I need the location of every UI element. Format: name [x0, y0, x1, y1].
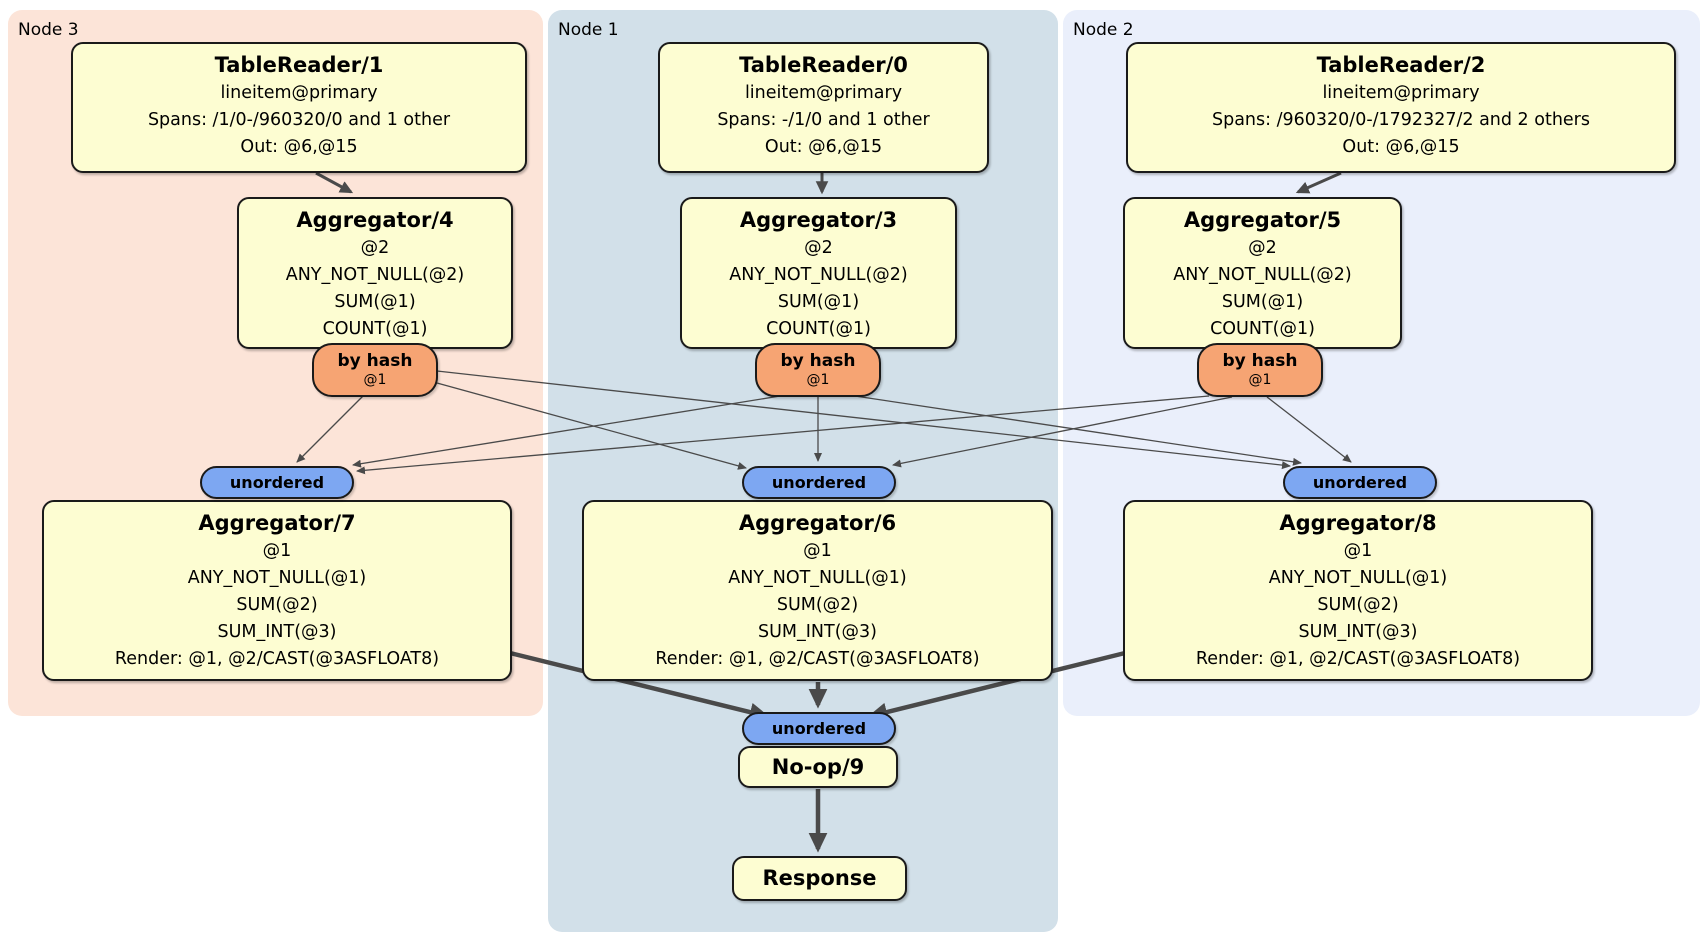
- sync-label: unordered: [771, 719, 867, 738]
- router-hash-column: @1: [1248, 372, 1272, 388]
- router-hash-column: @1: [363, 372, 387, 388]
- processor-title: Response: [762, 866, 877, 890]
- processor-detail: ANY_NOT_NULL(@1): [1268, 568, 1448, 588]
- processor-detail: @1: [1343, 541, 1373, 561]
- processor-detail: SUM(@2): [1317, 595, 1399, 615]
- processor-aggregator-7: Aggregator/7 @1 ANY_NOT_NULL(@1) SUM(@2)…: [42, 500, 512, 681]
- processor-title: Aggregator/8: [1279, 511, 1437, 535]
- processor-aggregator-3: Aggregator/3 @2 ANY_NOT_NULL(@2) SUM(@1)…: [680, 197, 957, 349]
- processor-aggregator-5: Aggregator/5 @2 ANY_NOT_NULL(@2) SUM(@1)…: [1123, 197, 1402, 349]
- processor-detail: ANY_NOT_NULL(@2): [1173, 265, 1352, 285]
- processor-detail: SUM_INT(@3): [1298, 622, 1418, 642]
- processor-detail: @1: [262, 541, 292, 561]
- router-hash-column: @1: [806, 372, 830, 388]
- processor-detail: COUNT(@1): [322, 319, 428, 339]
- processor-detail: @1: [803, 541, 832, 561]
- sync-label: unordered: [229, 473, 325, 492]
- processor-detail: Render: @1, @2/CAST(@3ASFLOAT8): [1195, 649, 1521, 669]
- region-node2-label: Node 2: [1073, 20, 1134, 40]
- processor-detail: SUM(@1): [1221, 292, 1304, 312]
- processor-detail: Out: @6,@15: [764, 137, 883, 157]
- processor-detail: SUM(@2): [776, 595, 859, 615]
- processor-detail: @2: [1248, 238, 1277, 258]
- sync-unordered-6: unordered: [742, 466, 896, 499]
- processor-detail: Out: @6,@15: [240, 137, 358, 157]
- processor-detail: ANY_NOT_NULL(@2): [729, 265, 908, 285]
- router-label: by hash: [337, 351, 413, 371]
- processor-aggregator-6: Aggregator/6 @1 ANY_NOT_NULL(@1) SUM(@2)…: [582, 500, 1053, 681]
- processor-detail: lineitem@primary: [220, 83, 378, 103]
- processor-tablereader-0: TableReader/0 lineitem@primary Spans: -/…: [658, 42, 989, 173]
- processor-aggregator-8: Aggregator/8 @1 ANY_NOT_NULL(@1) SUM(@2)…: [1123, 500, 1593, 681]
- processor-detail: Render: @1, @2/CAST(@3ASFLOAT8): [655, 649, 980, 669]
- processor-detail: SUM_INT(@3): [758, 622, 877, 642]
- processor-detail: ANY_NOT_NULL(@1): [187, 568, 367, 588]
- processor-detail: ANY_NOT_NULL(@1): [728, 568, 907, 588]
- processor-detail: SUM(@1): [334, 292, 416, 312]
- router-by-hash-4: by hash @1: [312, 343, 438, 397]
- region-node1-label: Node 1: [558, 20, 619, 40]
- router-label: by hash: [780, 351, 856, 371]
- processor-title: Aggregator/7: [198, 511, 356, 535]
- processor-detail: ANY_NOT_NULL(@2): [285, 265, 465, 285]
- processor-title: TableReader/2: [1316, 53, 1486, 77]
- sync-unordered-8: unordered: [1283, 466, 1437, 499]
- processor-title: TableReader/0: [739, 53, 908, 77]
- processor-detail: SUM(@2): [236, 595, 318, 615]
- processor-aggregator-4: Aggregator/4 @2 ANY_NOT_NULL(@2) SUM(@1)…: [237, 197, 513, 349]
- processor-detail: lineitem@primary: [1322, 83, 1480, 103]
- processor-response: Response: [732, 856, 907, 901]
- processor-detail: Render: @1, @2/CAST(@3ASFLOAT8): [114, 649, 440, 669]
- processor-title: TableReader/1: [214, 53, 384, 77]
- sync-unordered-7: unordered: [200, 466, 354, 499]
- processor-detail: COUNT(@1): [766, 319, 871, 339]
- processor-detail: SUM_INT(@3): [217, 622, 337, 642]
- processor-noop-9: No-op/9: [738, 746, 898, 788]
- processor-detail: Spans: -/1/0 and 1 other: [717, 110, 930, 130]
- processor-detail: Spans: /1/0-/960320/0 and 1 other: [147, 110, 451, 130]
- processor-title: Aggregator/5: [1183, 208, 1342, 232]
- processor-detail: SUM(@1): [777, 292, 860, 312]
- region-node3-label: Node 3: [18, 20, 79, 40]
- processor-detail: Out: @6,@15: [1342, 137, 1460, 157]
- router-by-hash-5: by hash @1: [1197, 343, 1323, 397]
- processor-detail: @2: [360, 238, 390, 258]
- router-by-hash-3: by hash @1: [755, 343, 881, 397]
- processor-title: Aggregator/3: [739, 208, 898, 232]
- sync-label: unordered: [771, 473, 867, 492]
- processor-detail: lineitem@primary: [744, 83, 903, 103]
- sync-label: unordered: [1312, 473, 1408, 492]
- processor-tablereader-1: TableReader/1 lineitem@primary Spans: /1…: [71, 42, 527, 173]
- sync-unordered-9: unordered: [742, 712, 896, 745]
- processor-detail: @2: [804, 238, 833, 258]
- processor-detail: Spans: /960320/0-/1792327/2 and 2 others: [1211, 110, 1590, 130]
- processor-title: Aggregator/6: [738, 511, 897, 535]
- processor-title: No-op/9: [771, 755, 865, 779]
- processor-tablereader-2: TableReader/2 lineitem@primary Spans: /9…: [1126, 42, 1676, 173]
- router-label: by hash: [1222, 351, 1298, 371]
- processor-detail: COUNT(@1): [1210, 319, 1315, 339]
- processor-title: Aggregator/4: [296, 208, 454, 232]
